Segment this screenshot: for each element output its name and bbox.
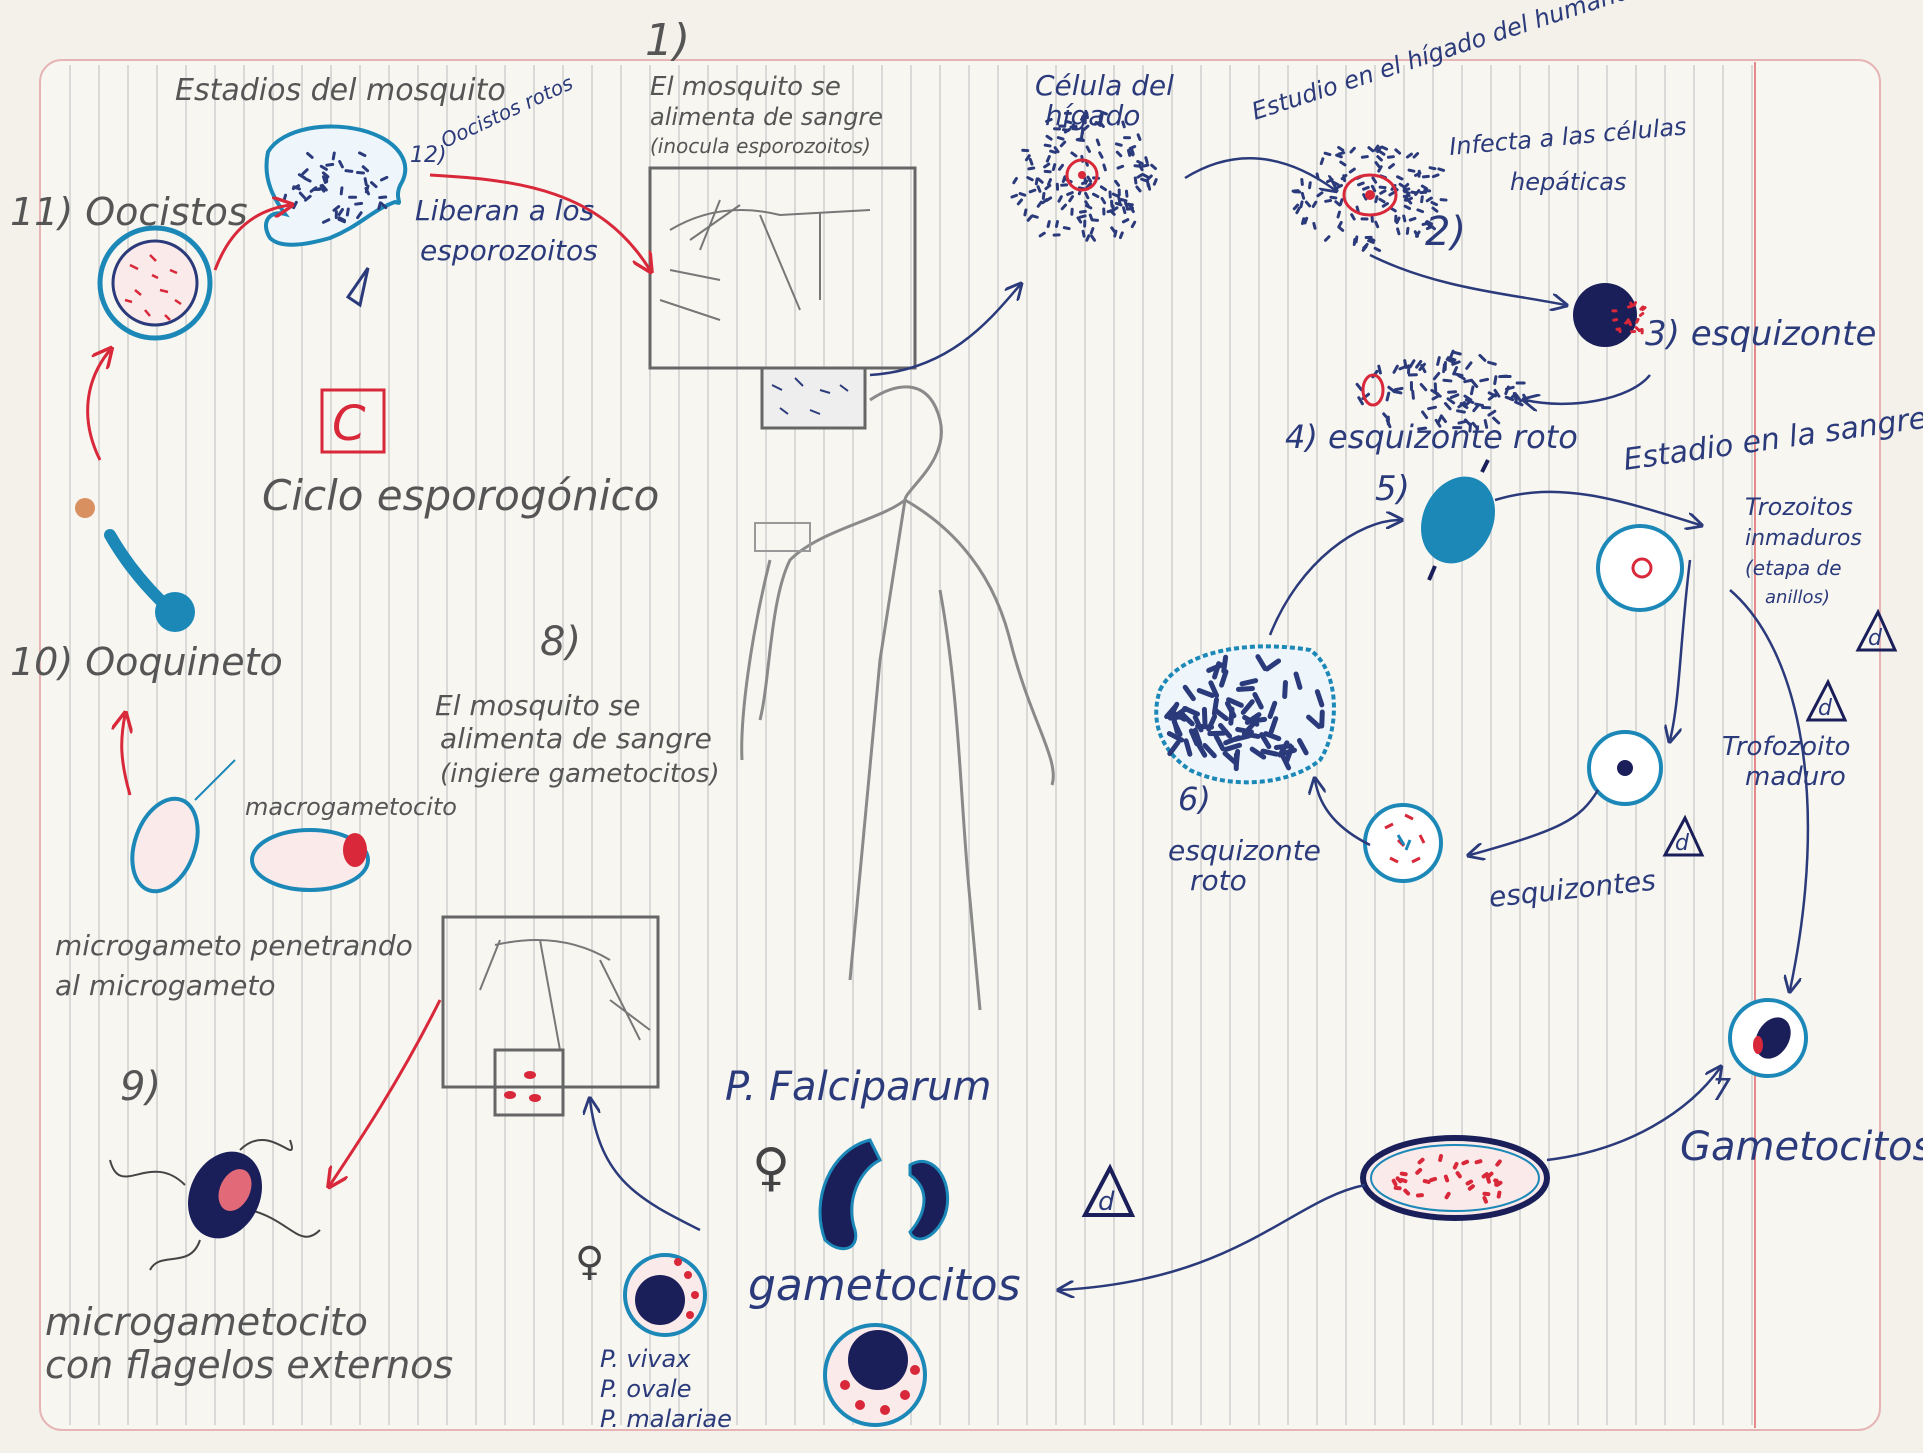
label-microgameto-line1: microgameto penetrando (55, 929, 413, 962)
step-1-line1: El mosquito se (650, 72, 841, 102)
label-microgametocito-line2: con flagelos externos (45, 1343, 453, 1387)
cycle-label: Ciclo esporogónico (262, 471, 659, 520)
cycle-letter: C (332, 396, 366, 452)
schizont (1573, 283, 1637, 347)
step-1-line3: (inocula esporozoitos) (650, 134, 871, 158)
step-8-line2: alimenta de sangre (440, 722, 712, 755)
step-6-line1: esquizonte (1168, 834, 1321, 867)
vivax-gametocyte (635, 1275, 685, 1325)
mature-trophozoite-parasite (1617, 760, 1633, 776)
title-mosquito-stages: Estadios del mosquito (175, 73, 506, 108)
label-microgameto-line2: al microgameto (55, 969, 275, 1002)
mature-line1: Trofozoito (1722, 732, 1850, 762)
step-2-line2: hepáticas (1510, 168, 1626, 196)
species-malariae: P. malariae (600, 1405, 732, 1433)
malariae-gametocyte (848, 1330, 908, 1390)
step-9-number: 9) (120, 1064, 161, 1110)
step-8-line3: (ingiere gametocitos) (440, 759, 720, 789)
step-6-line2: roto (1190, 864, 1247, 897)
trophozoite-line3: (etapa de (1745, 556, 1842, 580)
delta-ring: d (1868, 626, 1883, 651)
mature-gametocyte (1363, 1138, 1547, 1218)
step-3-label: 3) esquizonte (1645, 314, 1876, 354)
mature-line2: maduro (1745, 762, 1846, 792)
delta-mature: d (1818, 696, 1833, 721)
ookinete-head (155, 592, 195, 632)
delta-schizonts: d (1675, 831, 1690, 856)
ookinete-tip (75, 498, 95, 518)
label-ooquineto: 10) Ooquineto (10, 640, 283, 684)
step-1-number: 1) (645, 15, 690, 66)
step-8-number: 8) (540, 619, 581, 665)
species-vivax: P. vivax (600, 1345, 691, 1373)
species-label: P. Falciparum (725, 1064, 991, 1110)
label-gametocitos-right: Gametocitos (1680, 1124, 1923, 1170)
female-symbol-falciparum: ♀ (752, 1138, 790, 1198)
trophozoite-line4: anillos) (1765, 587, 1830, 608)
step-12-number: 12) (410, 143, 447, 168)
step-4-label: 4) esquizonte roto (1285, 418, 1578, 456)
ring-stage-cell (1598, 526, 1682, 610)
label-macrogametocito: macrogametocito (245, 793, 457, 821)
label-microgametocito-line1: microgametocito (45, 1300, 368, 1344)
step-5-number: 5) (1375, 469, 1410, 509)
step-2-number: 2) (1425, 209, 1466, 255)
step-6-number: 6) (1178, 780, 1211, 818)
macrogametocyte-nucleus (343, 833, 367, 867)
label-liberan-line2: esporozoitos (420, 234, 598, 267)
step-8-line1: El mosquito se (435, 689, 641, 722)
species-ovale: P. ovale (600, 1375, 691, 1403)
trophozoite-line1: Trozoitos (1745, 493, 1853, 521)
step-1-line2: alimenta de sangre (650, 103, 883, 131)
female-symbol-vivax: ♀ (575, 1239, 604, 1285)
delta-gametocytes: d (1098, 1187, 1115, 1217)
label-oocistos: 11) Oocistos (10, 190, 248, 234)
step-7-number: 7 (1712, 1073, 1731, 1108)
skin-patch-top (762, 368, 865, 428)
oocyst-inner (113, 241, 197, 325)
trophozoite-line2: inmaduros (1745, 526, 1862, 551)
liver-cell-line1: Célula del (1035, 69, 1174, 102)
label-gametocitos-center: gametocitos (748, 1260, 1021, 1311)
